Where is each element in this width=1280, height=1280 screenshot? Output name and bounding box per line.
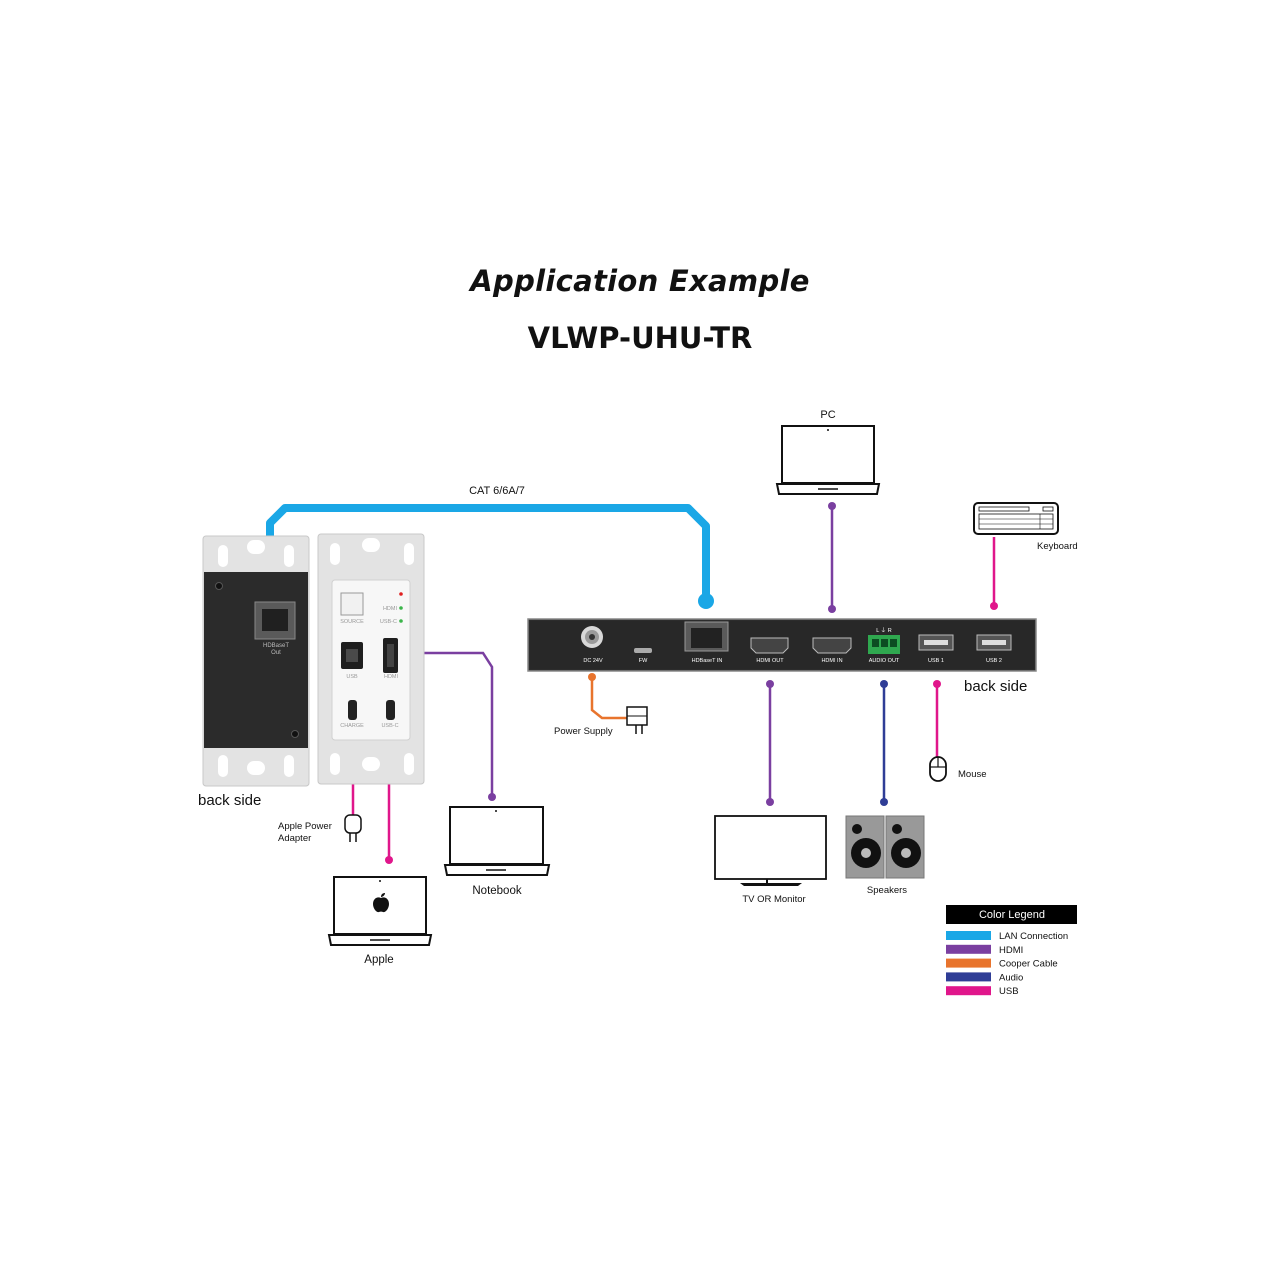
- audio-pins-label: L ⏚ R: [876, 627, 891, 634]
- speakers-label: Speakers: [867, 885, 907, 896]
- apple-adapter-label-1: Apple Power: [278, 821, 332, 832]
- model-title: VLWP-UHU-TR: [527, 321, 753, 355]
- pc-dot-top: [828, 502, 836, 510]
- receiver-back-side-label: back side: [964, 678, 1027, 695]
- tv-label: TV OR Monitor: [742, 894, 805, 905]
- notebook-hdmi-cable: [420, 651, 494, 797]
- mouse-dot: [933, 680, 941, 688]
- legend-swatch: [946, 972, 991, 982]
- charge-port: [348, 700, 357, 720]
- legend-swatch: [946, 986, 991, 996]
- receiver-back-panel: [527, 618, 1037, 672]
- keyboard-label: Keyboard: [1037, 541, 1078, 552]
- power-cable: [590, 677, 628, 720]
- hdmi-label: HDMI: [384, 674, 399, 680]
- port-label-hdmi-in: HDMI IN: [821, 658, 842, 664]
- usbc-label: USB-C: [381, 723, 398, 729]
- hdbaset-out-label-2: Out: [271, 650, 281, 656]
- power-dot: [588, 673, 596, 681]
- legend-swatch: [946, 958, 991, 968]
- tv-monitor-icon: [714, 815, 827, 886]
- port-label-fw: FW: [639, 658, 648, 664]
- speakers-icon: [845, 815, 925, 879]
- wallplate-back: HDBaseT Out: [202, 535, 310, 787]
- usbc-led-label: USB-C: [380, 619, 397, 625]
- port-label-dc24v: DC 24V: [583, 658, 603, 664]
- legend-label: HDMI: [999, 945, 1023, 956]
- lan-cable: [266, 504, 710, 601]
- mouse-icon: [929, 756, 947, 782]
- wallplate-front: SOURCE HDMI USB-C USB HDMI CHARGE USB-C: [317, 533, 425, 785]
- legend-title: Color Legend: [979, 909, 1045, 921]
- power-led: [399, 592, 403, 596]
- legend-label: LAN Connection: [999, 931, 1068, 942]
- power-supply-icon: [626, 706, 648, 734]
- legend-label: Cooper Cable: [999, 959, 1058, 970]
- usb-label: USB: [346, 674, 358, 680]
- notebook-laptop-icon: [443, 806, 551, 876]
- port-label-hdbaset-in: HDBaseT IN: [692, 658, 723, 664]
- wallplate-back-side-label: back side: [198, 792, 261, 809]
- notebook-hdmi-dot-bottom: [488, 793, 496, 801]
- pc-label: PC: [820, 409, 835, 421]
- hdmi-led: [399, 606, 403, 610]
- power-supply-label: Power Supply: [554, 726, 613, 737]
- notebook-label: Notebook: [472, 885, 521, 897]
- apple-logo-icon: [373, 893, 389, 913]
- usbc-port: [386, 700, 395, 720]
- audio-dot-bottom: [880, 798, 888, 806]
- hdmi-led-label: HDMI: [383, 606, 398, 612]
- tv-dot-top: [766, 680, 774, 688]
- port-label-usb1: USB 1: [928, 658, 944, 664]
- port-label-hdmi-out: HDMI OUT: [756, 658, 784, 664]
- apple-laptop-icon: [327, 876, 433, 946]
- audio-dot-top: [880, 680, 888, 688]
- keyboard-icon: [973, 502, 1059, 535]
- pc-laptop-icon: [775, 425, 881, 495]
- source-button[interactable]: [340, 592, 364, 616]
- pc-dot-bottom: [828, 605, 836, 613]
- usbc-led: [399, 619, 403, 623]
- legend-swatch: [946, 931, 991, 940]
- charge-label: CHARGE: [340, 723, 364, 729]
- mouse-label: Mouse: [958, 769, 987, 780]
- lan-dot-receiver: [698, 593, 714, 609]
- apple-power-adapter-icon: [344, 814, 362, 842]
- legend-swatch: [946, 944, 991, 954]
- keyboard-dot: [990, 602, 998, 610]
- hdbaset-out-label-1: HDBaseT: [263, 643, 289, 649]
- usbc-dot-bottom: [385, 856, 393, 864]
- source-label: SOURCE: [340, 619, 364, 625]
- apple-label: Apple: [364, 954, 393, 966]
- tv-dot-bottom: [766, 798, 774, 806]
- page-title: Application Example: [470, 264, 810, 298]
- port-label-audio-out: AUDIO OUT: [869, 658, 900, 664]
- apple-adapter-label-2: Adapter: [278, 833, 311, 844]
- port-label-usb2: USB 2: [986, 658, 1002, 664]
- cable-label: CAT 6/6A/7: [469, 485, 525, 497]
- legend-label: Audio: [999, 972, 1023, 983]
- legend-label: USB: [999, 986, 1019, 997]
